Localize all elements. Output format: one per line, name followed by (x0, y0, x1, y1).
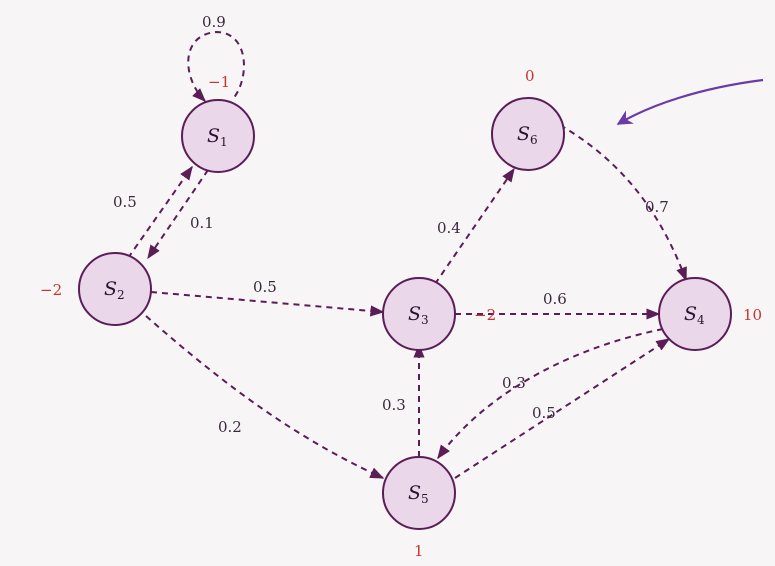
reward-s6: 0 (525, 67, 535, 85)
edge-s5-s4 (454, 338, 671, 479)
state-s3-sub: 3 (421, 313, 429, 327)
edge-s2-s5 (145, 315, 385, 479)
state-s3-letter: S (408, 303, 421, 325)
prob-s5-s4: 0.5 (532, 404, 556, 422)
prob-s3-s6: 0.4 (437, 219, 461, 237)
reward-s4: 10 (743, 306, 762, 324)
svg-text:S5: S5 (408, 482, 429, 506)
prob-s5-s3: 0.3 (382, 396, 406, 414)
reward-s5: 1 (414, 542, 424, 560)
edge-s1-self (187, 30, 245, 102)
state-s4-letter: S (684, 303, 697, 325)
reward-s1: −1 (208, 73, 230, 91)
edge-s1-s2 (147, 169, 209, 260)
state-s6-letter: S (517, 123, 530, 145)
state-s1-letter: S (207, 125, 220, 147)
state-s3: S3 (382, 277, 456, 351)
svg-text:S1: S1 (207, 125, 228, 149)
state-s1-sub: 1 (220, 135, 228, 149)
svg-text:S2: S2 (104, 278, 125, 302)
state-s2-sub: 2 (117, 288, 125, 302)
state-s5-sub: 5 (421, 492, 429, 506)
reward-s2: −2 (40, 281, 62, 299)
reward-s3: −2 (474, 306, 496, 324)
state-s1: S1 (181, 99, 255, 173)
prob-s2-s1: 0.5 (113, 193, 137, 211)
state-s4: S4 (658, 277, 732, 351)
state-s6: S6 (491, 97, 565, 171)
pointer-arrow (616, 78, 764, 125)
prob-s2-s3: 0.5 (253, 278, 277, 296)
edge-s2-s1 (127, 165, 193, 259)
state-s5-letter: S (408, 482, 421, 504)
prob-s4-s5: 0.3 (502, 374, 526, 392)
edge-s2-s3 (150, 291, 385, 317)
state-s4-sub: 4 (697, 313, 705, 327)
svg-text:S6: S6 (517, 123, 538, 147)
prob-s2-s5: 0.2 (218, 418, 242, 436)
state-s2: S2 (78, 252, 152, 326)
edge-s6-s4 (559, 124, 687, 282)
svg-text:S4: S4 (684, 303, 705, 327)
prob-s3-s4: 0.6 (543, 290, 567, 308)
prob-s6-s4: 0.7 (645, 198, 669, 216)
state-s2-letter: S (104, 278, 117, 300)
svg-text:S3: S3 (408, 303, 429, 327)
state-s6-sub: 6 (530, 133, 538, 147)
prob-s1-s1: 0.9 (202, 13, 226, 31)
edge-s4-s5 (437, 328, 664, 460)
prob-s1-s2: 0.1 (190, 214, 214, 232)
edge-s3-s6 (434, 167, 515, 285)
state-s5: S5 (382, 456, 456, 530)
